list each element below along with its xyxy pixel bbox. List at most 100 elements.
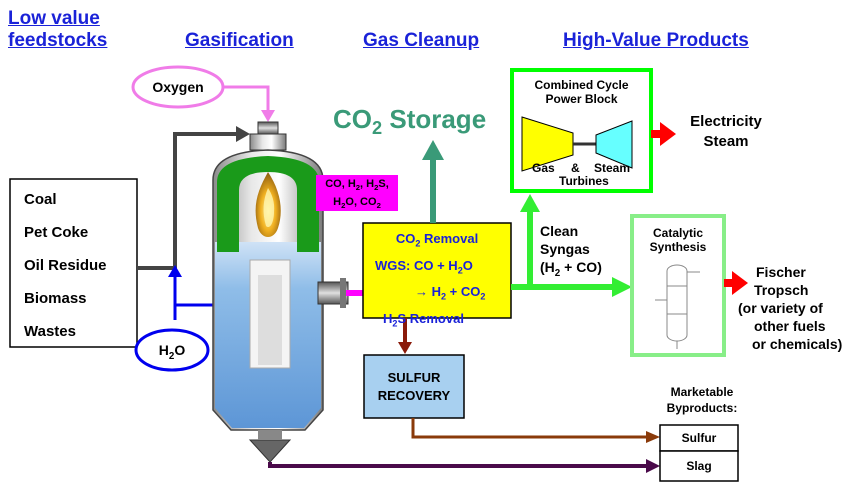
raw-gas-box [316, 175, 398, 211]
raw-gas-text: O, CO [345, 196, 377, 209]
raw-gas-label: CO, H2, H2S, H2O, CO2 [316, 177, 398, 213]
water-up-arrowhead [168, 265, 182, 277]
vessel-top-nozzle [257, 121, 279, 135]
raw-gas-line1: CO, H2, H2S, [316, 177, 398, 195]
cleanup-text-part: H [383, 310, 393, 326]
raw-gas-sub: 2 [376, 201, 381, 211]
feedstock-item: Biomass [24, 290, 87, 307]
cleanup-sub: 2 [457, 265, 463, 276]
electricity-arrowhead [660, 122, 676, 146]
raw-gas-sub: 2 [374, 183, 379, 193]
vessel-refractory [217, 156, 319, 252]
vessel-bottom-neck [258, 430, 282, 440]
catalytic-label: Catalytic Synthesis [632, 226, 724, 254]
co2-storage-rest: Storage [382, 104, 487, 134]
slag-product-box [659, 450, 739, 482]
flame-core [263, 188, 275, 228]
co2-removal-label: CO2 Removal [363, 228, 511, 255]
slag-arrowhead [646, 459, 660, 473]
reactor-vessel [666, 264, 688, 342]
electricity-label: Electricity [690, 113, 762, 130]
clean-syngas-sub: 2 [554, 267, 561, 279]
water-rest: O [174, 342, 186, 358]
sulfur-recovery-line2: RECOVERY [377, 388, 451, 403]
vessel-bottom-cone [248, 439, 292, 463]
feedstock-item: Oil Residue [24, 257, 107, 274]
electricity-steam-label: Electricity Steam [672, 112, 780, 152]
water-sub: 2 [168, 350, 175, 362]
header-high-value: High-Value Products [563, 30, 749, 51]
clean-syngas-text: + CO) [560, 259, 602, 275]
water-ellipse [134, 328, 210, 372]
water-main: H [158, 342, 169, 358]
cleanup-sub: 2 [480, 291, 486, 302]
oxygen-line [223, 85, 270, 112]
power-block-line2: Power Block [545, 92, 618, 106]
power-block-line1: Combined Cycle [534, 78, 629, 92]
co2-storage-arrowhead [422, 140, 444, 160]
clean-syngas-line2: Syngas [540, 241, 590, 257]
sulfur-line [411, 418, 648, 439]
gas-turbine-label: Gas [532, 161, 555, 175]
outlet-flange [340, 278, 346, 308]
quench-tube-inner [258, 275, 282, 365]
cleanup-sub: 2 [392, 318, 398, 329]
slag-line [268, 462, 648, 468]
cleanup-text-part: + CO [446, 284, 481, 300]
feedstock-item: Pet Coke [24, 224, 89, 241]
h2s-removal-label: H2S Removal [363, 308, 511, 335]
turbines-label: Turbines [559, 174, 609, 188]
fischer-label: Fischer Tropsch (or variety of other fue… [738, 263, 865, 353]
feedstock-item: Wastes [24, 323, 76, 340]
raw-gas-sub: 2 [341, 201, 346, 211]
cleanup-text: CO2 Removal WGS: CO + H2O → H2 + CO2 H2S… [363, 228, 511, 334]
raw-gas-text: H [333, 196, 342, 209]
sulfur-recovery-box [363, 354, 465, 419]
amp-label: & [571, 161, 580, 175]
cleanup-text-part: S Removal [397, 310, 464, 326]
byproducts-title: Marketable Byproducts: [652, 384, 752, 416]
clean-syngas-line3: (H2 + CO) [540, 258, 602, 283]
raw-gas-text: CO, H [325, 178, 356, 190]
feedstock-box [9, 178, 138, 348]
cleanup-text-part: → H [415, 284, 441, 300]
co2-storage-label: CO2 Storage [333, 104, 486, 139]
raw-gas-sub: 2 [355, 183, 361, 193]
sulfur-recovery-label: SULFUR RECOVERY [364, 369, 464, 405]
oxygen-arrowhead [261, 110, 275, 122]
clean-syngas-label: Clean Syngas (H2 + CO) [540, 222, 602, 283]
wgs-line1: WGS: CO + H2O [363, 255, 511, 282]
catalytic-line1: Catalytic [652, 226, 704, 240]
steam-label: Steam [703, 133, 749, 150]
feedstock-list: Coal Pet Coke Oil Residue Biomass Wastes [24, 183, 107, 348]
cleanup-text-part: Removal [420, 231, 479, 246]
co2-storage-main: CO [333, 104, 372, 134]
raw-gas-line2: H2O, CO2 [316, 195, 398, 213]
fischer-line2: Tropsch [754, 282, 809, 298]
clean-syngas-line1: Clean [540, 223, 579, 239]
catalytic-line2: Synthesis [649, 240, 707, 254]
oxygen-label: Oxygen [152, 79, 204, 95]
raw-gas-text: , H [360, 178, 375, 190]
wgs-line2: → H2 + CO2 [363, 281, 511, 308]
fischer-line3: (or variety of [738, 300, 823, 316]
header-low-value-line2: feedstocks [8, 30, 108, 51]
cleanup-sub: 2 [441, 291, 447, 302]
fischer-arrowhead [732, 271, 748, 295]
h2s-down-arrowhead [398, 342, 412, 354]
fischer-line5: or chemicals) [752, 336, 843, 352]
cleanup-sub: 2 [415, 238, 421, 249]
header-gas-cleanup: Gas Cleanup [363, 30, 480, 51]
cleanup-box [362, 222, 512, 319]
byproducts-line2: Byproducts: [666, 401, 738, 415]
feed-arrowhead [236, 126, 250, 142]
cleanup-text-part: WGS: CO + H [375, 257, 458, 273]
feed-line [137, 132, 238, 270]
syngas-arrowhead [612, 277, 632, 297]
cleanup-text-part: O [462, 257, 473, 273]
steam-turbine-shape [595, 120, 633, 169]
steam-turbine-label: Steam [594, 161, 631, 175]
header-gasification: Gasification [185, 30, 294, 51]
sulfur-product-label: Sulfur [681, 431, 717, 445]
